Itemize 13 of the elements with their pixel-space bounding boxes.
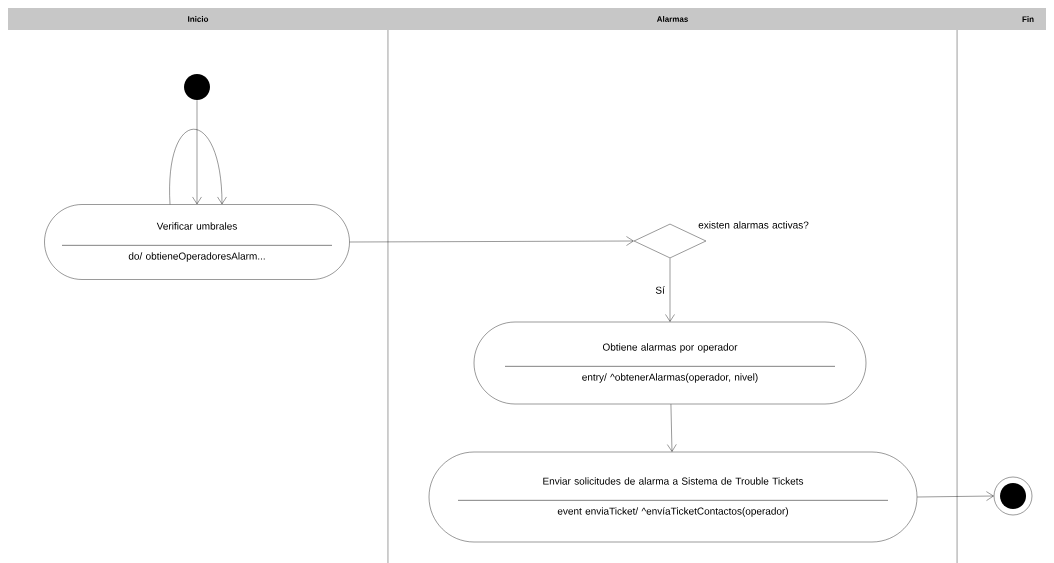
- arrow: [665, 258, 675, 322]
- arrow: [192, 100, 202, 205]
- end-dot: [993, 476, 1033, 516]
- arrow: [917, 491, 994, 501]
- activity-box: Verificar umbrales do/ obtieneOperadoresAlarm...: [44, 204, 350, 280]
- start-dot: [184, 74, 210, 100]
- activity-box: Obtiene alarmas por operador entry/ ^obtenerAlarmas(operador, nivel): [473, 321, 867, 405]
- edge-label: Sí: [654, 285, 666, 295]
- decision-label: existen alarmas activas?: [698, 221, 809, 229]
- activity-box: Enviar solicitudes de alarma a Sistema de Trouble Tickets event enviaTicket/ ^envíaTicketContactos(operador): [428, 451, 918, 543]
- arrow: [667, 404, 677, 452]
- arrow: [169, 129, 227, 205]
- arrow: [349, 236, 634, 246]
